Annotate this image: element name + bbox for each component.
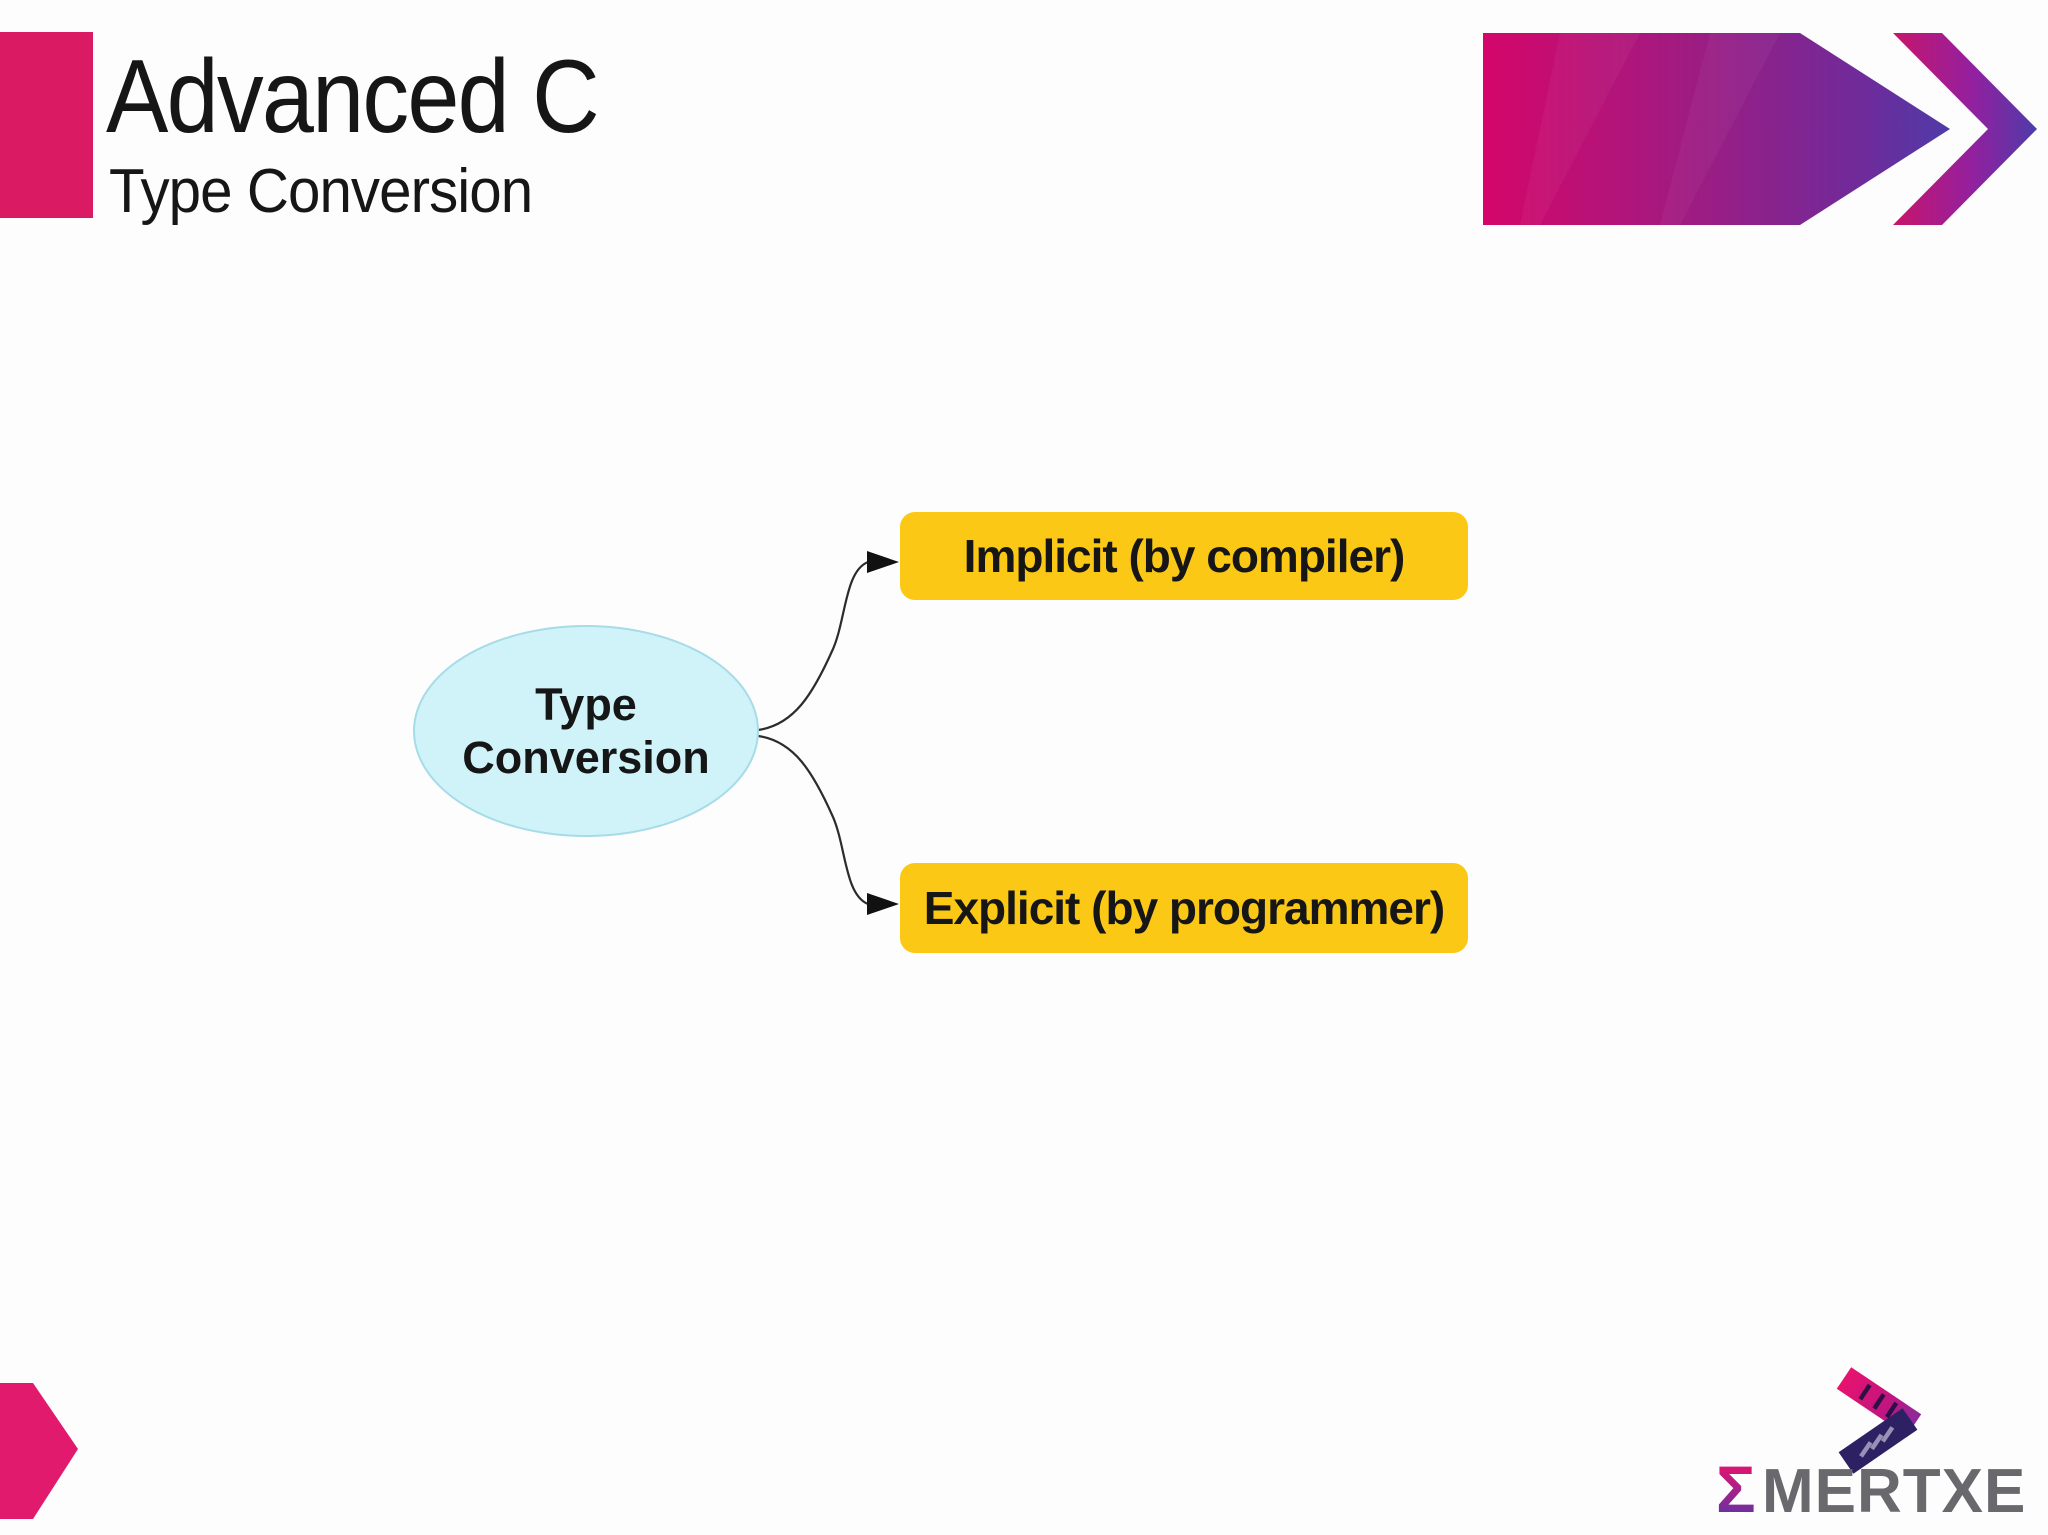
emertxe-logo: Σ MERTXE xyxy=(1716,1367,2026,1526)
center-node-type-conversion: Type Conversion xyxy=(413,625,759,837)
branch-node-implicit: Implicit (by compiler) xyxy=(900,512,1468,600)
page-title: Advanced C xyxy=(106,38,653,157)
arrow-chevron xyxy=(1893,33,2037,225)
center-node-label-line1: Type xyxy=(535,679,637,730)
arrowhead-lower-icon xyxy=(867,893,899,915)
branch-label-explicit: Explicit (by programmer) xyxy=(923,882,1445,934)
footer-accent-shape xyxy=(0,1383,78,1519)
branch-node-explicit: Explicit (by programmer) xyxy=(900,863,1468,953)
connector-lower xyxy=(757,734,869,906)
center-node-label-line2: Conversion xyxy=(462,732,710,783)
logo-sigma: Σ xyxy=(1716,1452,1756,1526)
arrowhead-upper-icon xyxy=(867,551,899,573)
page-subtitle-text: Type Conversion xyxy=(109,157,533,226)
logo-wordmark: MERTXE xyxy=(1762,1457,2026,1526)
header-accent-bar xyxy=(0,32,93,218)
page-title-text: Advanced C xyxy=(106,39,600,155)
page-subtitle: Type Conversion xyxy=(109,156,559,227)
header-arrow-graphic xyxy=(1483,33,2037,225)
connector-upper xyxy=(757,560,869,732)
arrow-pentagon xyxy=(1483,33,1950,225)
branch-label-implicit: Implicit (by compiler) xyxy=(963,530,1406,582)
logo-chevron-icon xyxy=(1836,1367,1922,1474)
